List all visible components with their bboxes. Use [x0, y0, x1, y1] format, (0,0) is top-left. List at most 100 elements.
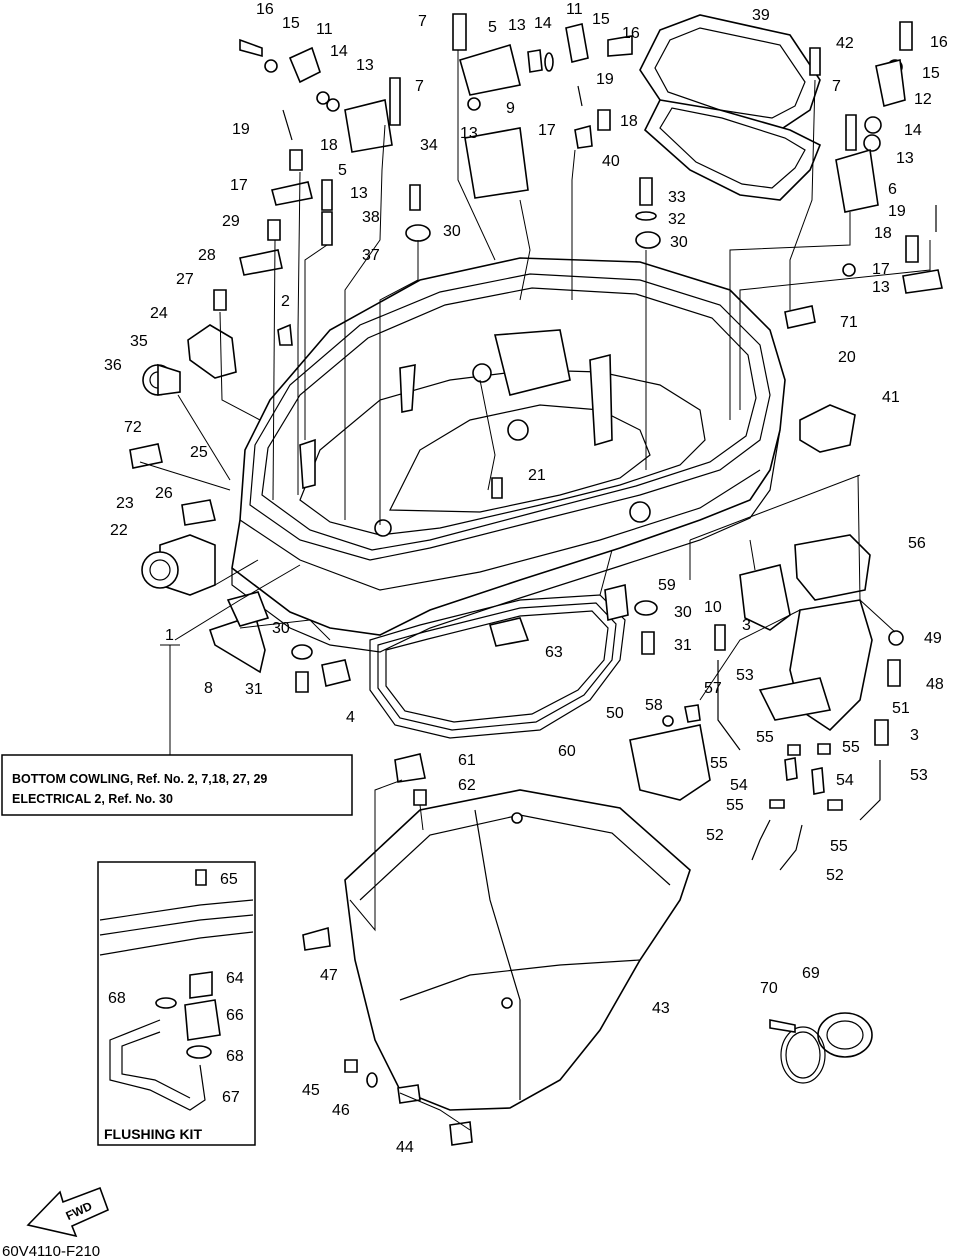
callout-18: 18: [874, 225, 892, 242]
flushing-kit-title: FLUSHING KIT: [104, 1126, 202, 1142]
leader-lines: [139, 50, 931, 1131]
bottom-cowling: [231, 257, 786, 653]
callout-labels: 16 15 11 14 13 7 19 18 5 13 17 38 34 29 …: [104, 1, 948, 1156]
callout-36: 36: [104, 357, 122, 374]
callout-66: 66: [226, 1007, 244, 1024]
upper-right-hardware: [635, 21, 943, 329]
callout-46: 46: [332, 1102, 350, 1119]
callout-14: 14: [534, 15, 552, 32]
callout-8: 8: [204, 680, 213, 697]
callout-19: 19: [596, 71, 614, 88]
callout-14: 14: [330, 43, 348, 60]
callout-55: 55: [830, 838, 848, 855]
callout-55: 55: [726, 797, 744, 814]
drawing-code: 60V4110-F210: [2, 1243, 100, 1259]
callout-15: 15: [922, 65, 940, 82]
callout-13: 13: [350, 185, 368, 202]
callout-40: 40: [602, 153, 620, 170]
callout-4: 4: [346, 709, 355, 726]
note-box: BOTTOM COWLING, Ref. No. 2, 7,18, 27, 29…: [1, 754, 353, 816]
flushing-kit-panel: FLUSHING KIT: [97, 861, 256, 1146]
upper-left-hardware: [213, 38, 431, 346]
callout-32: 32: [668, 211, 686, 228]
callout-16: 16: [930, 34, 948, 51]
callout-61: 61: [458, 752, 476, 769]
callout-48: 48: [926, 676, 944, 693]
callout-69: 69: [802, 965, 820, 982]
callout-17: 17: [872, 261, 890, 278]
clamp-ring: [769, 1012, 873, 1084]
callout-1: 1: [165, 627, 174, 644]
callout-12: 12: [914, 91, 932, 108]
callout-57: 57: [704, 680, 722, 697]
callout-52: 52: [706, 827, 724, 844]
callout-19: 19: [888, 203, 906, 220]
note-line-1: BOTTOM COWLING, Ref. No. 2, 7,18, 27, 29: [12, 772, 267, 786]
callout-30: 30: [272, 620, 290, 637]
callout-30: 30: [674, 604, 692, 621]
callout-68: 68: [226, 1048, 244, 1065]
callout-62: 62: [458, 777, 476, 794]
callout-31: 31: [674, 637, 692, 654]
top-cover: [639, 14, 822, 201]
callout-14: 14: [904, 122, 922, 139]
callout-53: 53: [736, 667, 754, 684]
upper-middle-hardware: [452, 13, 633, 199]
clip-72: [129, 443, 163, 469]
callout-43: 43: [652, 1000, 670, 1017]
callout-54: 54: [836, 772, 854, 789]
apron: [344, 789, 691, 1111]
callout-53: 53: [910, 767, 928, 784]
plate-26: [181, 499, 216, 526]
callout-24: 24: [150, 305, 168, 322]
callout-13: 13: [872, 279, 890, 296]
callout-17: 17: [538, 122, 556, 139]
callout-5: 5: [338, 162, 347, 179]
bracket-8: [208, 591, 270, 674]
callout-7: 7: [832, 78, 841, 95]
callout-55: 55: [756, 729, 774, 746]
callout-7: 7: [415, 78, 424, 95]
callout-72: 72: [124, 419, 142, 436]
callout-13: 13: [356, 57, 374, 74]
callout-11: 11: [316, 21, 333, 38]
callout-49: 49: [924, 630, 942, 647]
callout-51: 51: [892, 700, 910, 717]
callout-33: 33: [668, 189, 686, 206]
callout-18: 18: [320, 137, 338, 154]
callout-71: 71: [840, 314, 858, 331]
callout-58: 58: [645, 697, 663, 714]
damper-4: [321, 659, 351, 687]
grommet-35: [142, 363, 181, 396]
callout-18: 18: [620, 113, 638, 130]
callout-63: 63: [545, 644, 563, 661]
callout-2: 2: [281, 293, 290, 310]
callout-25: 25: [190, 444, 208, 461]
callout-45: 45: [302, 1082, 320, 1099]
callout-42: 42: [836, 35, 854, 52]
lower-middle-hardware: [291, 477, 658, 1146]
callout-29: 29: [222, 213, 240, 230]
callout-13: 13: [508, 17, 526, 34]
callout-21: 21: [528, 467, 546, 484]
callout-38: 38: [362, 209, 380, 226]
callout-19: 19: [232, 121, 250, 138]
callout-31: 31: [245, 681, 263, 698]
callout-9: 9: [506, 100, 515, 117]
callout-55: 55: [710, 755, 728, 772]
callout-11: 11: [566, 1, 583, 18]
callout-6: 6: [888, 181, 897, 198]
seal-rubber: [369, 594, 626, 739]
callout-10: 10: [704, 599, 722, 616]
note-line-2: ELECTRICAL 2, Ref. No. 30: [12, 792, 173, 806]
callout-54: 54: [730, 777, 748, 794]
callout-50: 50: [606, 705, 624, 722]
callout-39: 39: [752, 7, 770, 24]
callout-56: 56: [908, 535, 926, 552]
callout-68: 68: [108, 990, 126, 1007]
callout-13: 13: [896, 150, 914, 167]
callout-13: 13: [460, 125, 478, 142]
callout-22: 22: [110, 522, 128, 539]
callout-55: 55: [842, 739, 860, 756]
callout-15: 15: [282, 15, 300, 32]
